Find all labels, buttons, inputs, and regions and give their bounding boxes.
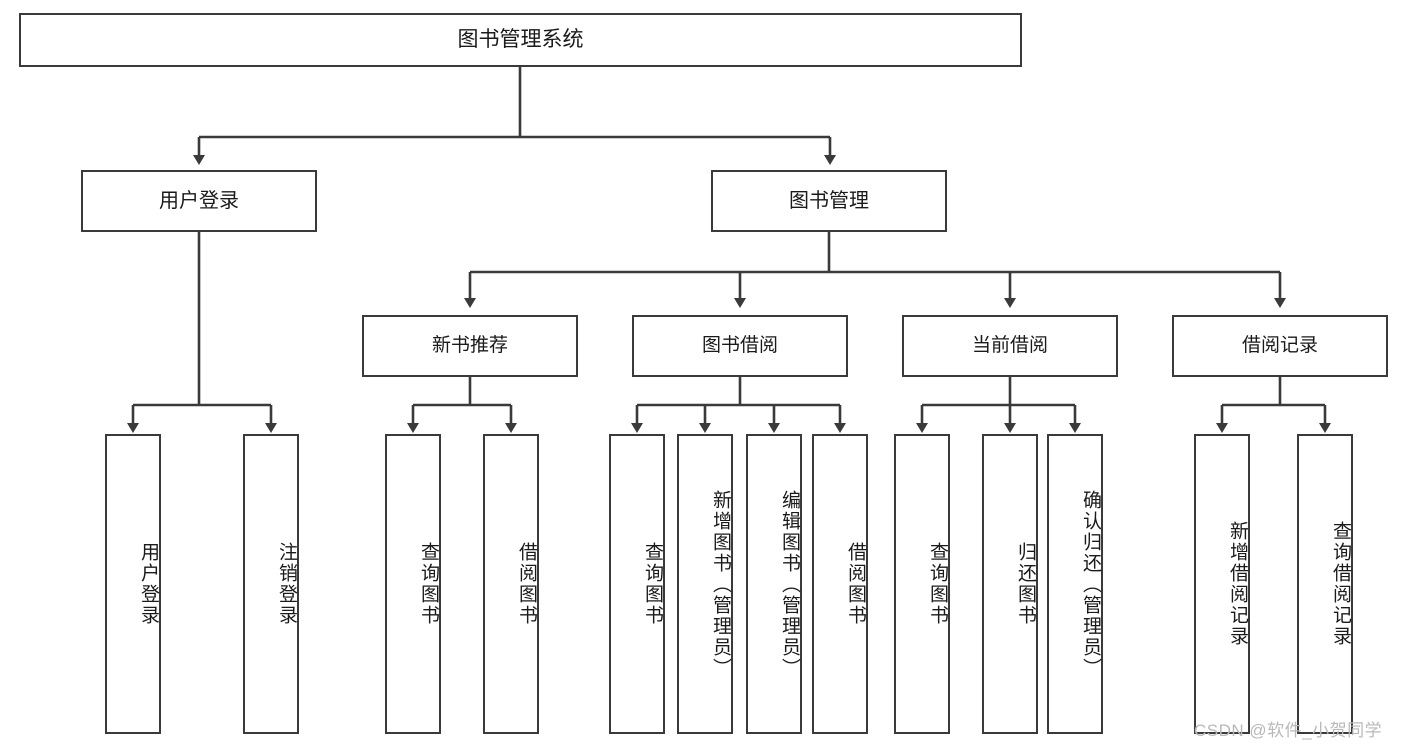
leaf-borrow-book[interactable]: 借阅图书 <box>812 434 868 734</box>
leaf-label: 编辑图书（管理员） <box>779 489 800 679</box>
node-new-book-recommend[interactable]: 新书推荐 <box>362 315 578 377</box>
node-book-management[interactable]: 图书管理 <box>711 170 947 232</box>
leaf-label: 新增图书（管理员） <box>710 489 731 679</box>
leaf-label: 新增借阅记录 <box>1227 521 1248 647</box>
node-user-login[interactable]: 用户登录 <box>81 170 317 232</box>
node-label: 用户登录 <box>159 189 239 212</box>
leaf-label: 注销登录 <box>276 542 297 626</box>
leaf-add-borrow-record[interactable]: 新增借阅记录 <box>1194 434 1250 734</box>
node-current-borrow[interactable]: 当前借阅 <box>902 315 1118 377</box>
node-label: 图书管理 <box>789 189 869 212</box>
node-book-borrow[interactable]: 图书借阅 <box>632 315 848 377</box>
leaf-add-book-admin[interactable]: 新增图书（管理员） <box>677 434 733 734</box>
leaf-label: 查询图书 <box>927 542 948 626</box>
leaf-query-borrow-record[interactable]: 查询借阅记录 <box>1297 434 1353 734</box>
leaf-label: 确认归还（管理员） <box>1080 489 1101 679</box>
leaf-label: 借阅图书 <box>845 542 866 626</box>
node-label: 新书推荐 <box>431 335 508 357</box>
node-label: 图书管理系统 <box>457 28 584 52</box>
node-label: 当前借阅 <box>971 335 1048 357</box>
node-label: 图书借阅 <box>701 335 778 357</box>
leaf-label: 借阅图书 <box>516 542 537 626</box>
leaf-borrow-book-recommend[interactable]: 借阅图书 <box>483 434 539 734</box>
leaf-return-book[interactable]: 归还图书 <box>982 434 1038 734</box>
leaf-user-login[interactable]: 用户登录 <box>105 434 161 734</box>
leaf-label: 查询借阅记录 <box>1330 521 1351 647</box>
leaf-edit-book-admin[interactable]: 编辑图书（管理员） <box>746 434 802 734</box>
node-root-system[interactable]: 图书管理系统 <box>19 13 1022 67</box>
leaf-label: 查询图书 <box>642 542 663 626</box>
leaf-logout[interactable]: 注销登录 <box>243 434 299 734</box>
watermark-csdn: CSDN @软件_小贺同学 <box>1194 721 1383 740</box>
leaf-query-book-current[interactable]: 查询图书 <box>894 434 950 734</box>
leaf-query-book-recommend[interactable]: 查询图书 <box>385 434 441 734</box>
leaf-label: 用户登录 <box>138 542 159 626</box>
leaf-label: 归还图书 <box>1015 542 1036 626</box>
leaf-label: 查询图书 <box>418 542 439 626</box>
leaf-query-book-borrow[interactable]: 查询图书 <box>609 434 665 734</box>
node-label: 借阅记录 <box>1241 335 1318 357</box>
leaf-confirm-return-admin[interactable]: 确认归还（管理员） <box>1047 434 1103 734</box>
node-borrow-record[interactable]: 借阅记录 <box>1172 315 1388 377</box>
